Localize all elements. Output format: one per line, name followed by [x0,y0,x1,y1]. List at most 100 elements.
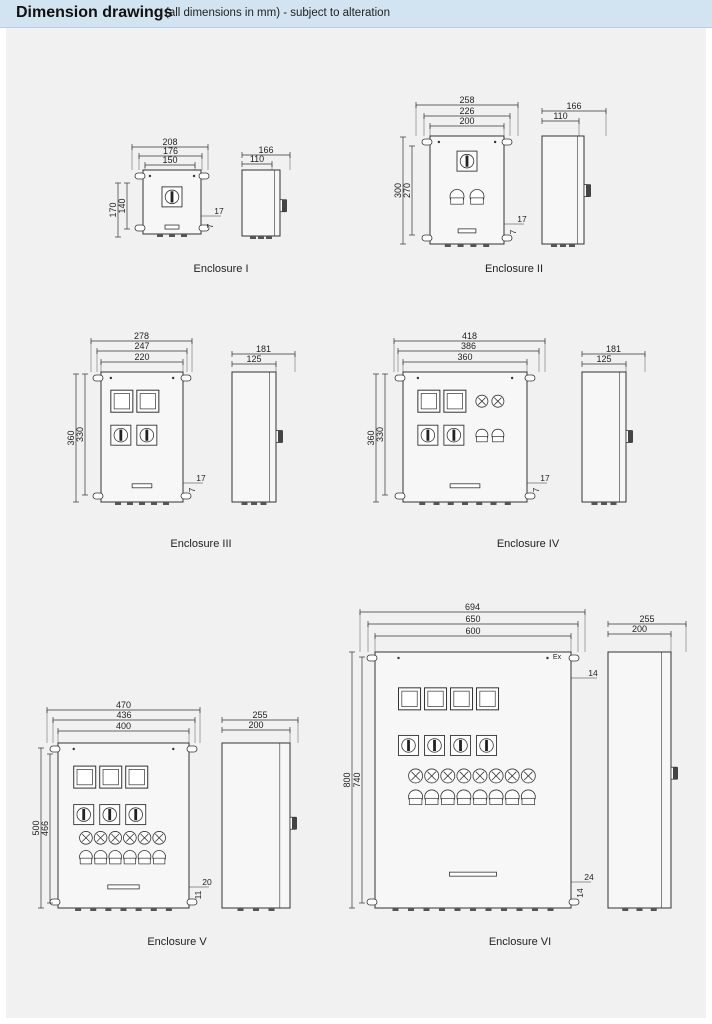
side-view [541,135,585,245]
nameplate [131,483,153,489]
cable-gland [504,502,511,505]
screw [109,376,113,380]
meter-window-inner [446,393,463,410]
cable-gland [462,502,468,505]
pushbutton-guard-icon [505,797,519,805]
pushbutton-guard-icon [473,797,487,805]
width-dimension: 110 [553,111,567,121]
foot-dimension: 17 [517,214,527,224]
foot-dimension: 7 [187,487,197,492]
dimension-line [475,771,485,781]
cable-gland [551,244,557,247]
side-handle-knob-icon [292,817,297,830]
cable-gland [408,908,414,911]
width-dimension: 258 [459,95,474,105]
height-dimension: 300 [393,183,403,198]
height-dimension: 360 [366,430,376,445]
cable-gland [433,502,440,505]
foot-dimension: 24 [584,872,594,882]
cable-gland [260,502,267,505]
dimension-line [459,771,469,781]
foot-dimension: 7 [508,229,518,234]
width-dimension: 125 [246,354,261,364]
mounting-lug [524,374,536,382]
cable-gland [532,908,538,911]
cable-gland [419,502,426,505]
mounting-lug [180,374,192,382]
width-dimension: 247 [134,341,149,351]
mounting-lug [524,492,536,500]
cable-gland [622,908,629,911]
screw [510,376,514,380]
pushbutton-guard-icon [521,797,535,805]
width-dimension: 400 [116,721,131,731]
width-dimension: 176 [163,146,178,156]
width-dimension: 200 [632,624,647,634]
mounting-lug [49,745,61,753]
pushbutton-guard-icon [457,797,471,805]
meter-window-inner [401,690,418,707]
mounting-lug [186,745,198,753]
cable-gland [457,244,464,247]
pushbutton-guard-icon [123,857,136,865]
cable-gland [120,908,127,911]
screw [72,747,75,751]
pushbutton-guard-icon [109,857,122,865]
dimension-line [427,771,437,781]
width-dimension: 200 [248,720,263,730]
enclosure-caption: Enclosure V [147,936,207,948]
width-dimension: 436 [116,710,131,720]
cable-gland [151,502,157,505]
mounting-lug [394,492,406,500]
height-dimension: 466 [40,821,50,836]
cable-gland [90,908,97,911]
side-view [581,371,627,503]
cable-gland [115,502,121,505]
height-dimension: 330 [75,427,85,442]
nameplate [449,871,497,877]
page-header: Dimension drawings (all dimensions in mm… [0,0,712,28]
width-dimension: 125 [596,354,611,364]
enclosure-caption: Enclosure II [485,263,543,275]
cable-gland [483,244,490,247]
dimension-line [81,833,91,842]
meter-window-inner [427,690,444,707]
page-title: Dimension drawings [16,4,173,21]
cable-gland [163,502,169,505]
screw [397,656,400,660]
mounting-lug [394,374,406,382]
switch-handle-icon [119,429,123,441]
meter-window-inner [139,393,156,410]
cable-gland [423,908,430,911]
nameplate [449,483,481,489]
width-dimension: 650 [465,614,480,624]
width-dimension: 110 [250,154,264,164]
side-handle-knob-icon [586,184,591,197]
page-subtitle: (all dimensions in mm) - subject to alte… [165,7,390,19]
dimension-line [155,833,164,842]
cable-gland [250,236,256,239]
width-dimension: 150 [162,155,177,165]
screw [172,747,175,751]
dimension-line [507,771,517,781]
pushbutton-guard-icon [153,857,166,865]
enclosure-caption: Enclosure I [193,263,248,275]
width-dimension: 181 [606,344,621,354]
foot-dimension: 14 [588,668,598,678]
cable-gland [253,908,259,911]
dimension-line [140,833,149,842]
width-dimension: 181 [256,344,271,354]
nameplate [457,228,477,234]
width-dimension: 386 [461,341,476,351]
cable-gland [650,908,657,911]
cable-gland [569,244,575,247]
cable-gland [165,908,172,911]
cable-gland [268,908,275,911]
cable-gland [439,908,445,911]
ex-mark: Ex [553,654,562,661]
